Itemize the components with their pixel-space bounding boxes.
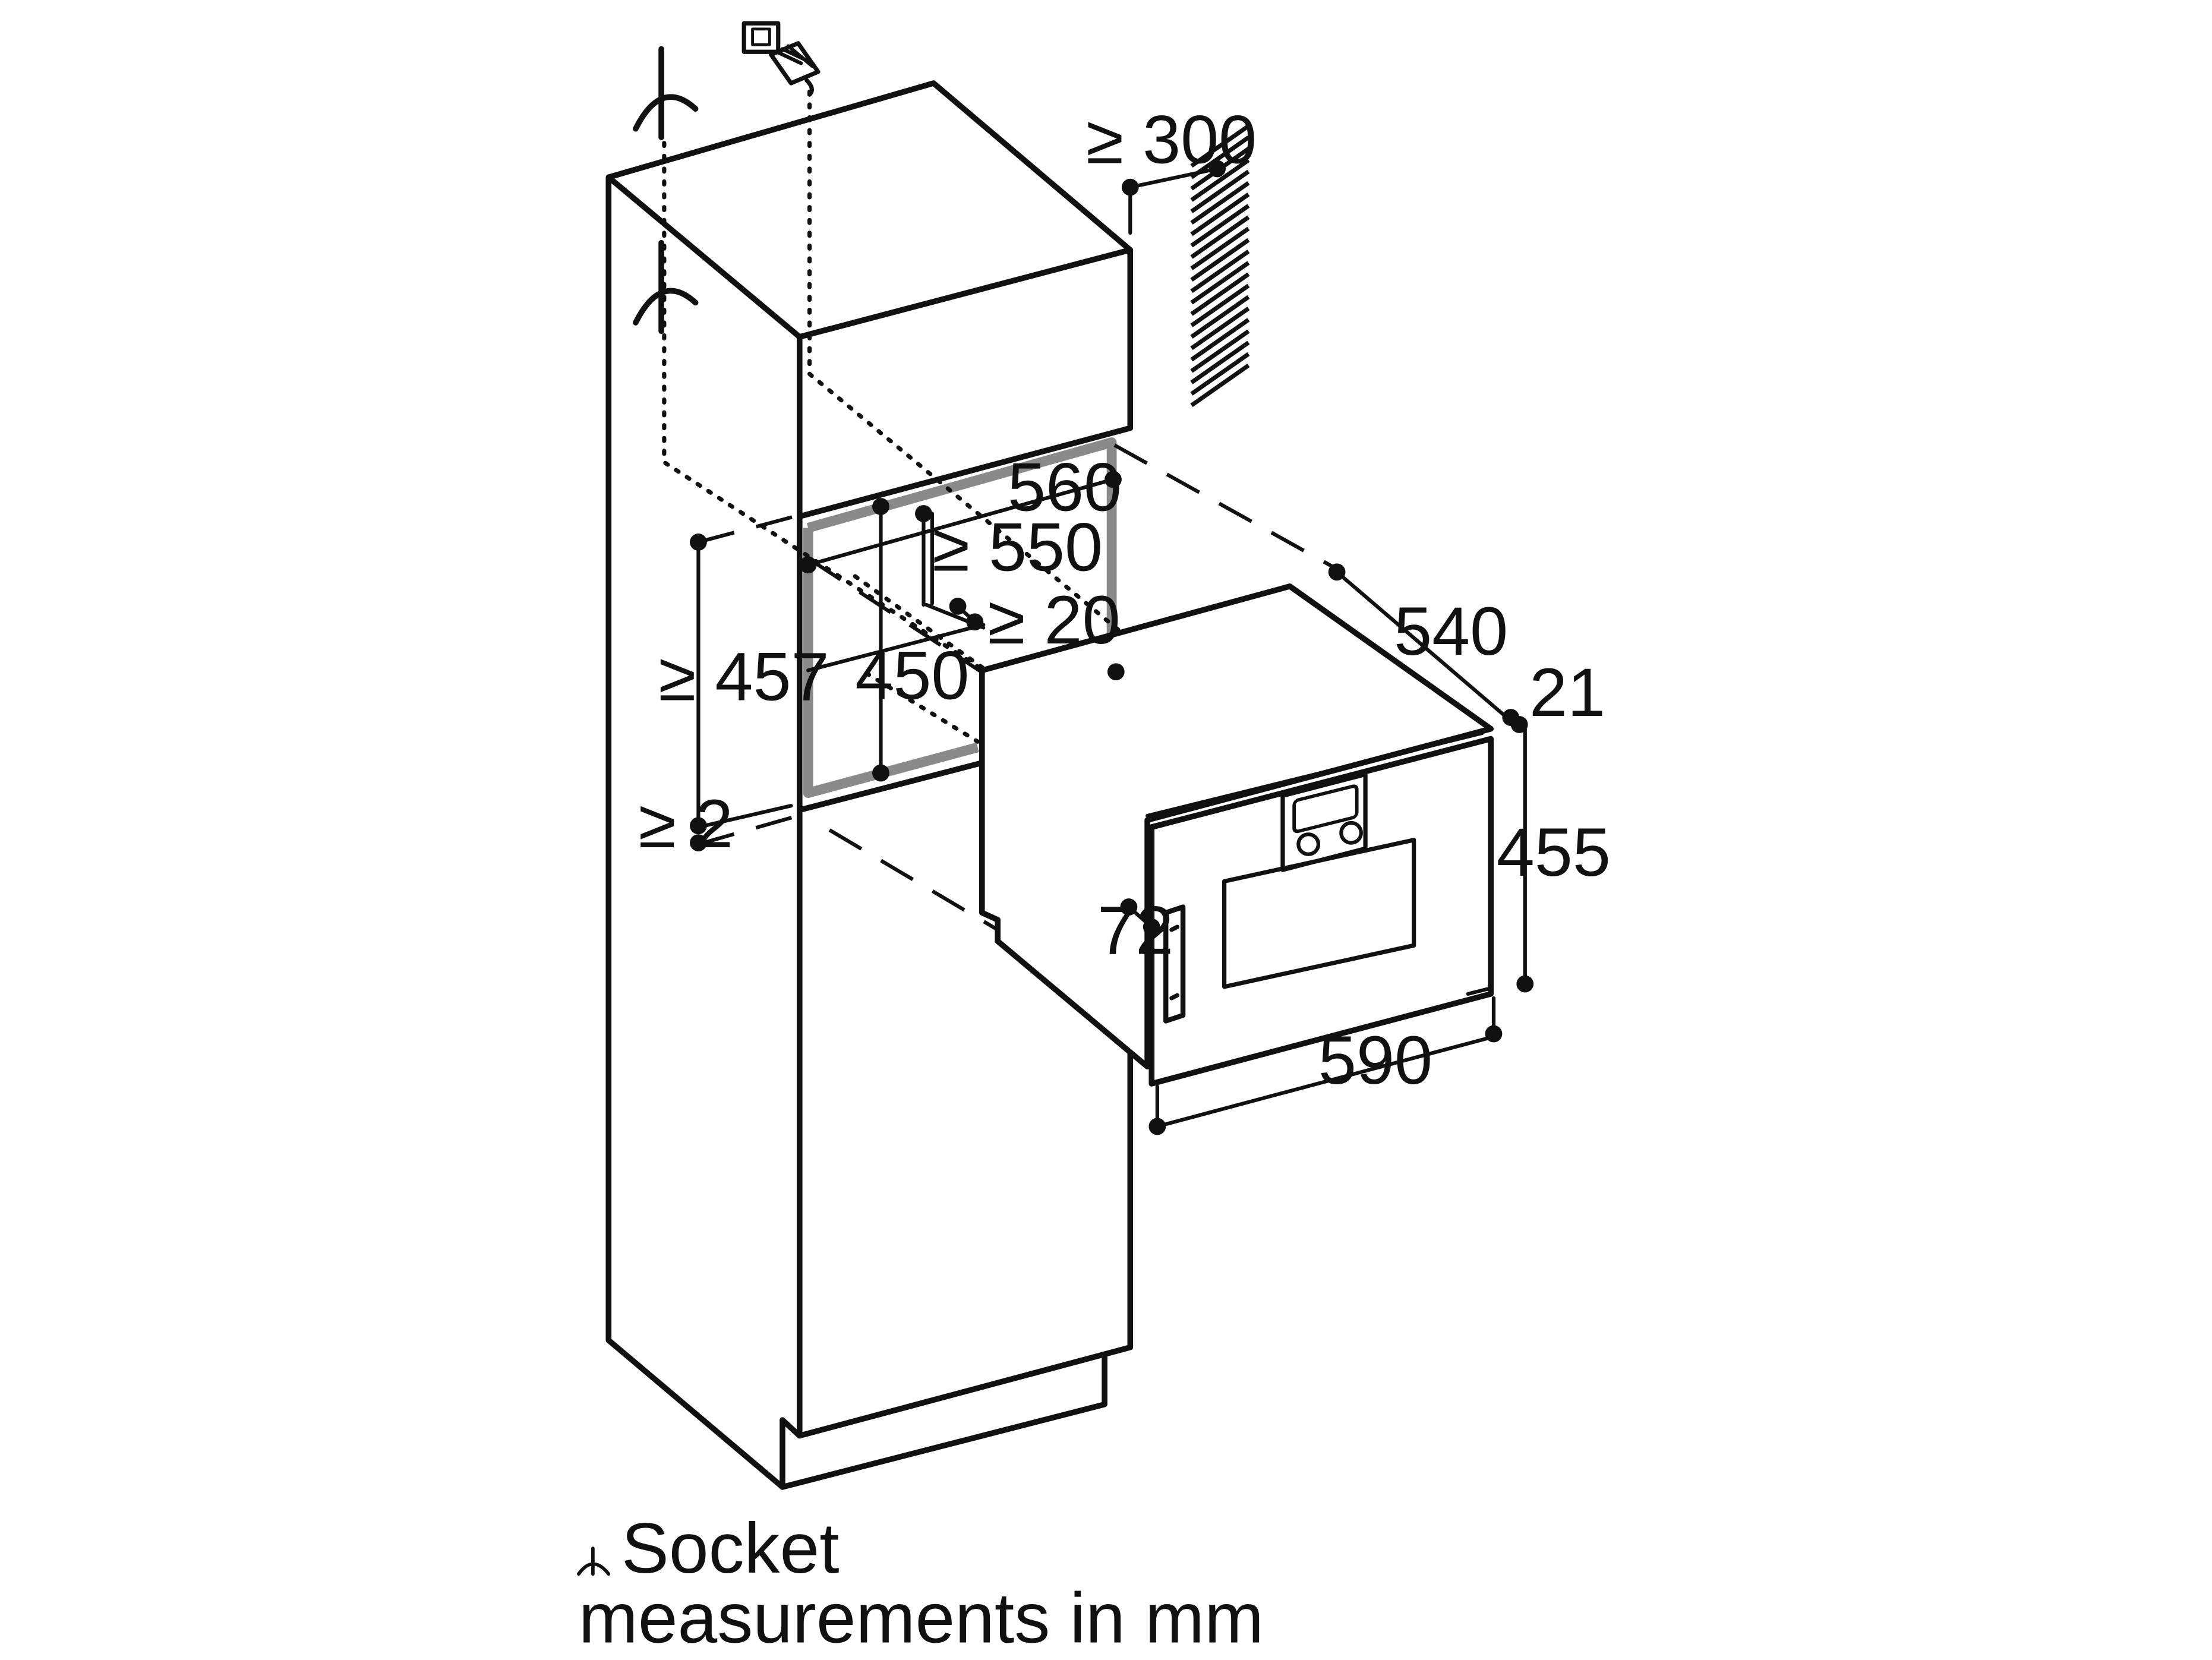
wall-hatch-line [1190, 204, 1250, 248]
socket-icon [633, 46, 699, 140]
dimension-points [690, 160, 1534, 1135]
wall-hatch-line [1190, 250, 1250, 294]
dimension-560: 560 [1008, 450, 1122, 526]
dimension-min-2: ≥ 2 [639, 786, 733, 862]
wall-hatch-line [1190, 169, 1250, 213]
tall-cabinet [605, 80, 1134, 1490]
wall-hatch-line [1190, 352, 1250, 396]
dimension-590: 590 [1318, 1022, 1432, 1099]
wall-hatch-line [1190, 261, 1250, 305]
wall-hatch-line [1190, 283, 1250, 327]
dimension-min-550: ≥ 550 [932, 509, 1103, 585]
wall-hatch-line [1190, 215, 1250, 259]
wall-hatch-line [1190, 364, 1250, 408]
wall-hatch-line [1190, 307, 1250, 351]
legend-socket-label: Socket [621, 1508, 840, 1588]
dimension-540: 540 [1394, 594, 1508, 670]
network-cable-icon [769, 41, 821, 97]
wall-hatch-line [1190, 329, 1250, 373]
wall-hatch-line [1190, 158, 1250, 202]
legend: Socket measurements in mm [577, 1508, 1264, 1658]
wall-hatch-line [1190, 192, 1250, 236]
wall-hatch-line [1190, 295, 1250, 339]
dimension-72: 72 [1097, 893, 1173, 969]
dimension-455: 455 [1497, 815, 1611, 891]
network-port-icon [741, 21, 781, 54]
wall-hatch-line [1190, 124, 1250, 168]
socket-icon [577, 1547, 611, 1576]
dimension-min-457: ≥ 457 [658, 639, 829, 715]
dimension-21: 21 [1529, 655, 1605, 731]
wall-hatch-line [1190, 181, 1250, 225]
wall-hatch-line [1190, 318, 1250, 362]
units-note: measurements in mm [579, 1578, 1264, 1658]
built-in-oven [979, 583, 1494, 1087]
socket-icon [633, 239, 699, 334]
dimension-450: 450 [855, 638, 969, 714]
wall-hatch-line [1190, 340, 1250, 384]
wall-hatch-line [1190, 238, 1250, 282]
wall-hatch-line [1190, 226, 1250, 270]
wall-hatch-icon [1190, 124, 1250, 408]
dimension-min-20: ≥ 20 [987, 582, 1120, 658]
dimension-min-300: ≥ 300 [1086, 102, 1257, 178]
wall-hatch-line [1190, 272, 1250, 316]
